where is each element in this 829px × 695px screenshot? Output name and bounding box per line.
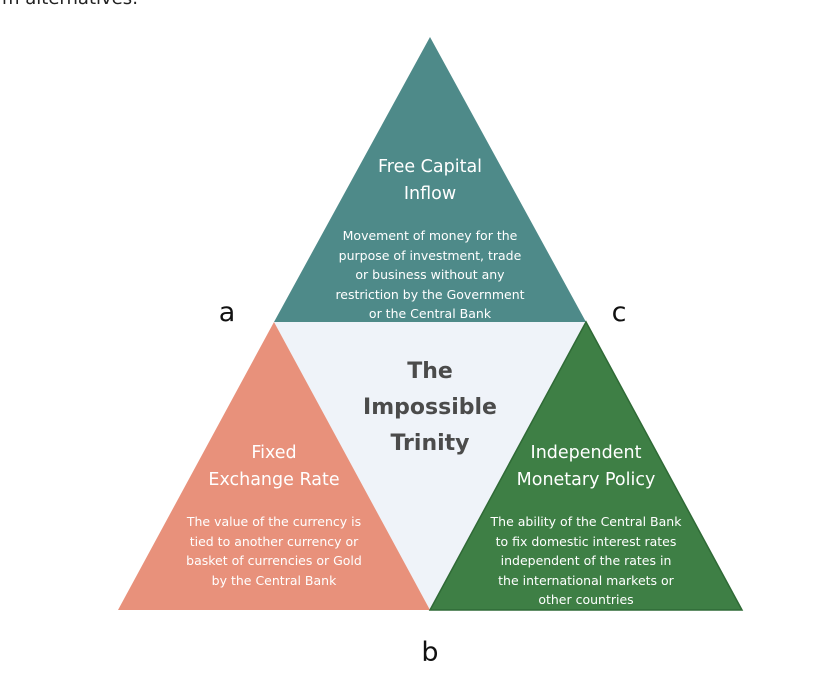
center-title-line: Impossible (363, 395, 497, 420)
right-triangle (428, 320, 744, 611)
vertex-label-c: c (611, 297, 627, 328)
left-title-line: Exchange Rate (208, 470, 340, 490)
left-title-line: Fixed (251, 443, 297, 463)
top-description-line: or business without any (355, 267, 505, 282)
right-description-line: The ability of the Central Bank (490, 514, 682, 529)
vertex-label-a: a (218, 297, 236, 328)
right-description-line: to fix domestic interest rates (495, 533, 677, 549)
center-title-line: The (407, 359, 453, 384)
top-title-line: Free Capital (377, 157, 483, 177)
top-description-line: restriction by the Government (335, 286, 525, 302)
right-title-line: Independent (530, 443, 642, 463)
left-triangle (118, 322, 430, 610)
left-description: The value of the currency is tied to ano… (164, 512, 384, 590)
left-description-line: The value of the currency is (186, 514, 362, 529)
left-description-line: tied to another currency or (189, 533, 359, 549)
left-title: Fixed Exchange Rate (174, 440, 374, 494)
right-description-line: the international markets or (498, 572, 674, 588)
center-title-line: Trinity (390, 431, 470, 456)
right-title-line: Monetary Policy (516, 470, 656, 490)
top-triangle (274, 37, 586, 322)
right-description-line: independent of the rates in (500, 553, 672, 568)
left-description-line: basket of currencies or Gold (186, 553, 362, 568)
top-description-line: Movement of money for the (342, 228, 518, 243)
top-description: Movement of money for the purpose of inv… (315, 226, 545, 324)
right-description-line: other countries (538, 592, 634, 607)
top-description-line: or the Central Bank (368, 306, 492, 321)
center-title: The Impossible Trinity (330, 354, 530, 462)
left-description-line: by the Central Bank (211, 572, 337, 588)
right-title: Independent Monetary Policy (486, 440, 686, 494)
top-description-line: purpose of investment, trade (338, 247, 522, 263)
center-triangle (274, 322, 586, 610)
vertex-label-b: b (421, 637, 439, 668)
cutoff-header-text: m alternatives: (2, 0, 138, 9)
right-description: The ability of the Central Bank to fix d… (471, 512, 701, 610)
top-title-line: Inflow (403, 184, 457, 204)
top-title: Free Capital Inflow (330, 154, 530, 208)
